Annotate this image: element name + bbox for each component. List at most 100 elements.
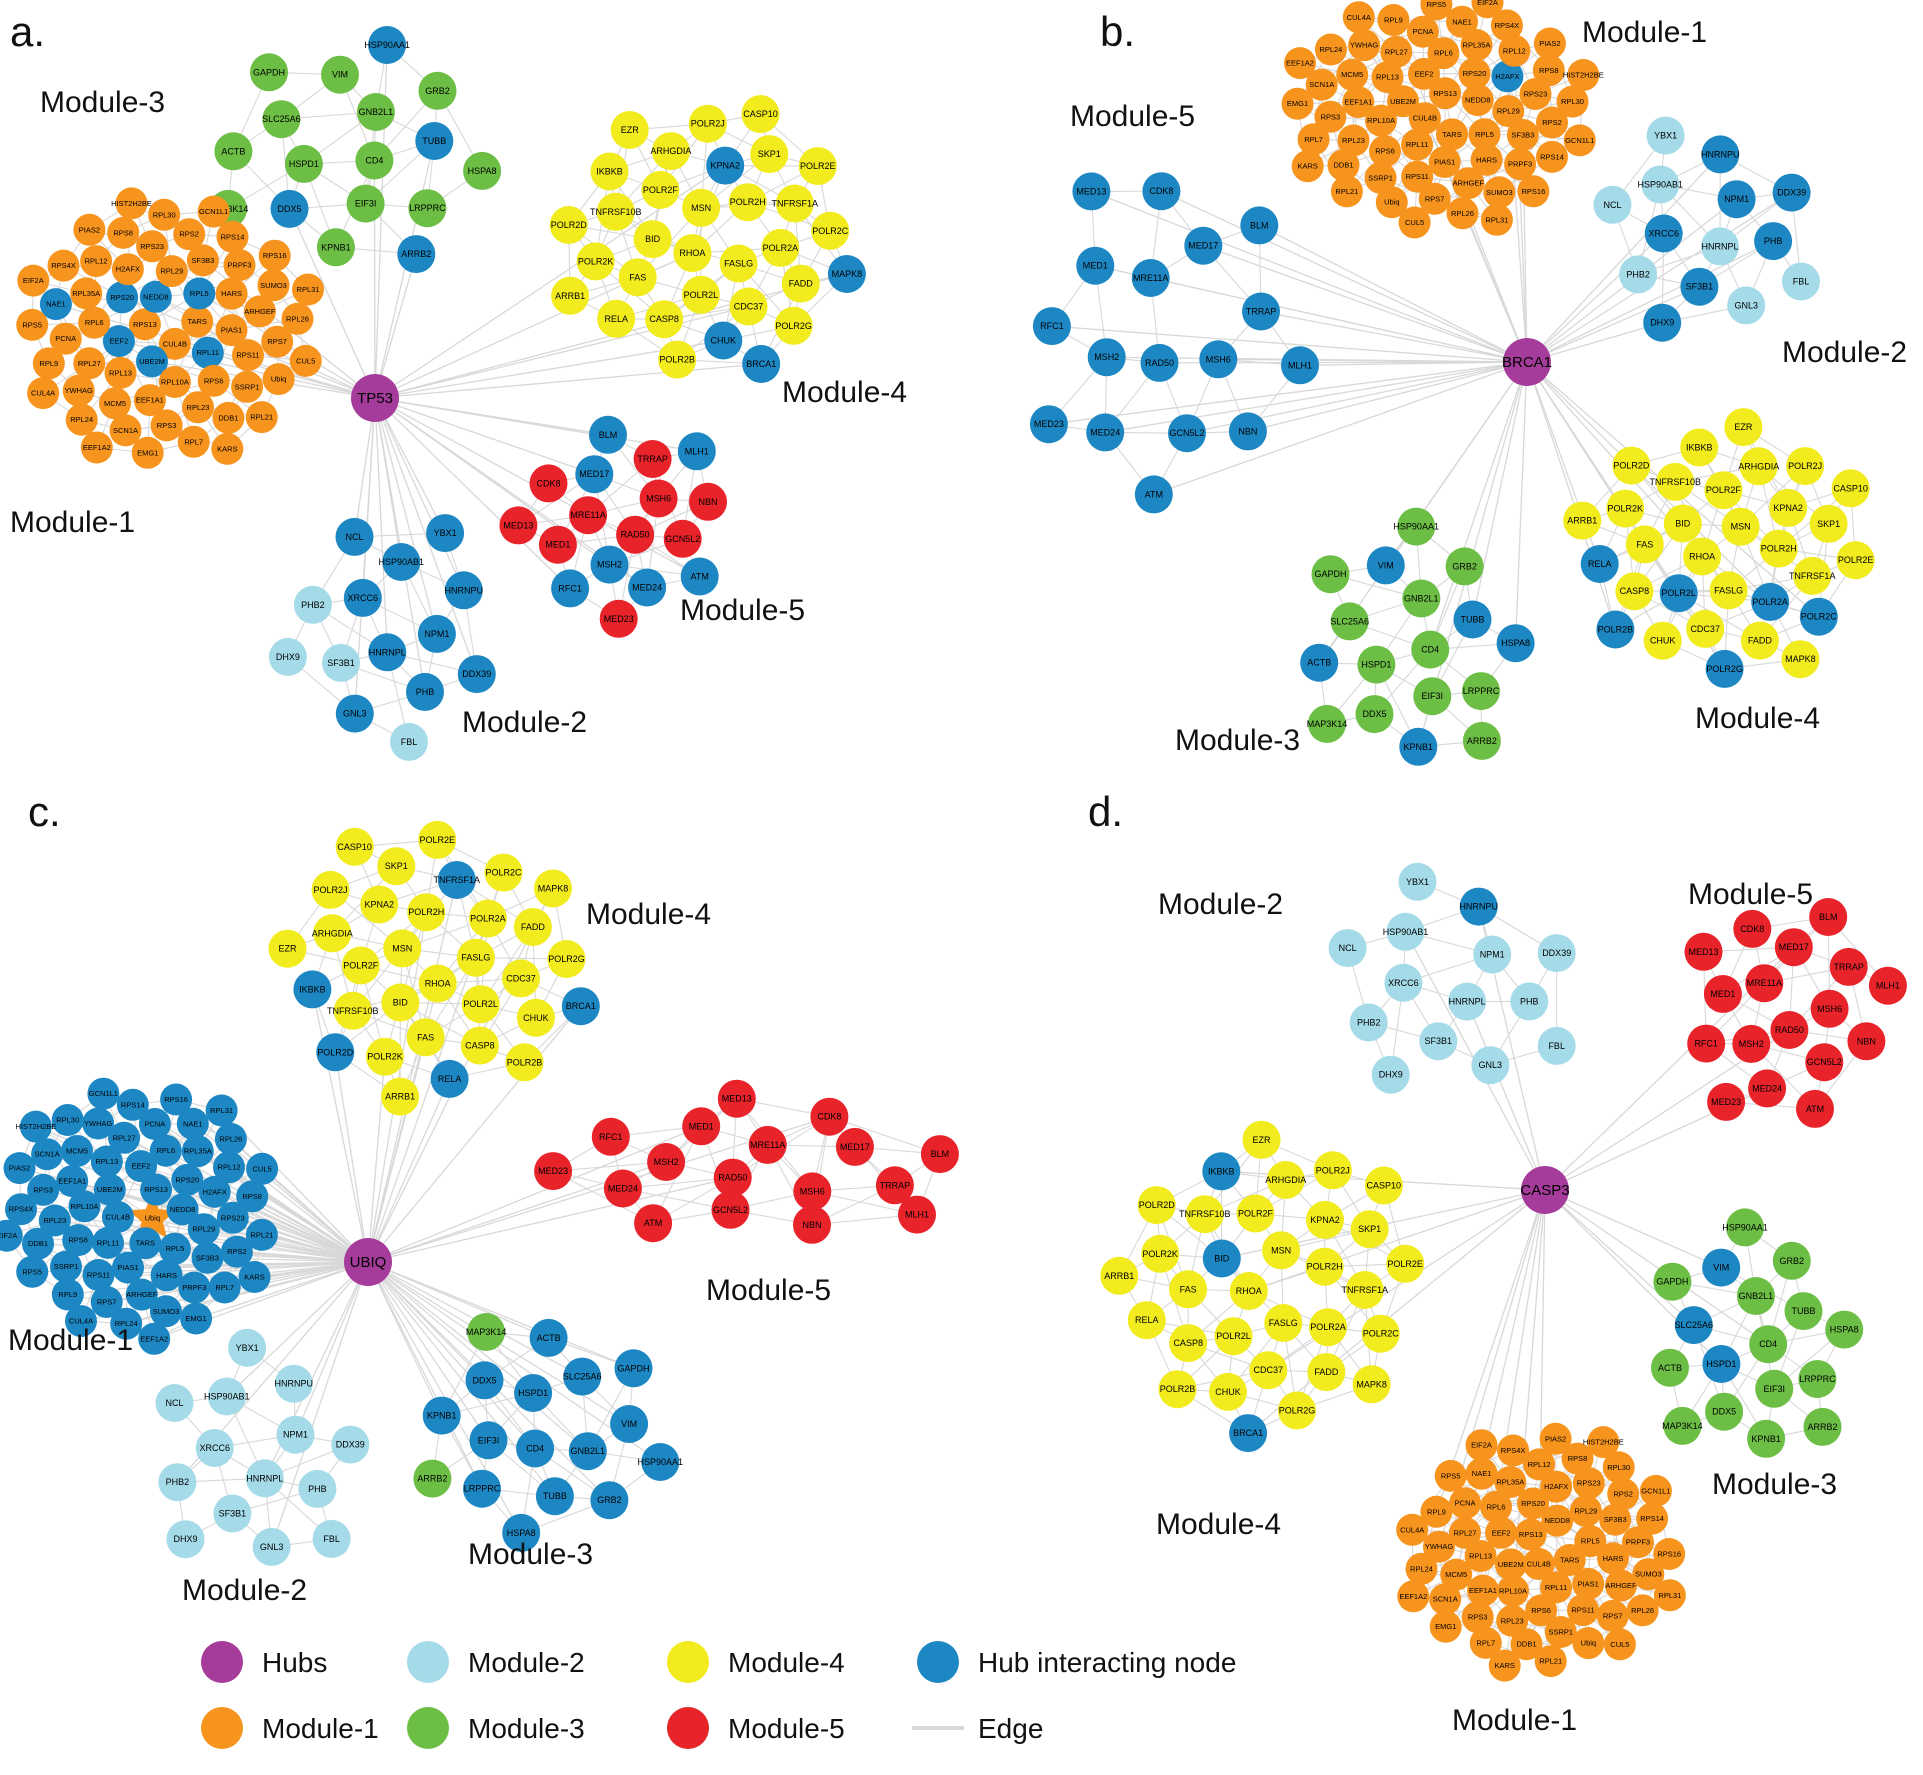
node-c-module-4-POLR2E[interactable]: POLR2E (418, 820, 457, 859)
node-d-module-4-POLR2H[interactable]: POLR2H (1305, 1247, 1344, 1286)
node-d-module-3-CD4[interactable]: CD4 (1749, 1325, 1788, 1364)
node-a-module-5-BLM[interactable]: BLM (589, 415, 627, 454)
node-c-module-2-DDX39[interactable]: DDX39 (331, 1425, 370, 1464)
node-d-module-2-DHX9[interactable]: DHX9 (1371, 1055, 1410, 1094)
node-a-module-4-CASP8[interactable]: CASP8 (645, 300, 684, 339)
node-c-module-4-CDC37[interactable]: CDC37 (502, 959, 540, 998)
node-d-module-4-FASLG[interactable]: FASLG (1264, 1304, 1303, 1342)
node-a-module-4-RHOA[interactable]: RHOA (673, 234, 712, 273)
node-a-module-4-FASLG[interactable]: FASLG (719, 244, 758, 283)
node-a-module-5-ATM[interactable]: ATM (680, 557, 719, 596)
node-b-module-2-HNRNPL[interactable]: HNRNPL (1701, 227, 1739, 266)
node-b-module-2-GNL3[interactable]: GNL3 (1727, 286, 1766, 325)
node-b-module-5-MED24[interactable]: MED24 (1086, 413, 1125, 452)
node-d-module-3-TUBB[interactable]: TUBB (1784, 1292, 1823, 1331)
node-b-module-3-HSPD1[interactable]: HSPD1 (1357, 645, 1396, 684)
node-a-module-1-RPL13[interactable]: RPL13 (104, 356, 137, 389)
node-b-module-4-POLR2D[interactable]: POLR2D (1612, 446, 1651, 485)
node-a-module-4-POLR2C[interactable]: POLR2C (811, 211, 850, 250)
node-b-module-4-FADD[interactable]: FADD (1740, 621, 1779, 660)
node-d-module-5-NBN[interactable]: NBN (1847, 1022, 1886, 1061)
node-b-module-5-MSH2[interactable]: MSH2 (1087, 338, 1126, 377)
node-d-module-1-SSRP1[interactable]: SSRP1 (1544, 1616, 1577, 1648)
node-c-module-5-CDK8[interactable]: CDK8 (810, 1097, 849, 1136)
node-b-module-2-DDX39[interactable]: DDX39 (1772, 173, 1811, 212)
node-c-module-1-RPS5[interactable]: RPS5 (16, 1255, 49, 1288)
node-a-module-1-TARS[interactable]: TARS (181, 305, 214, 338)
node-a-module-2-DDX39[interactable]: DDX39 (457, 655, 496, 694)
node-b-module-2-HSP90AB1[interactable]: HSP90AB1 (1638, 165, 1684, 204)
node-b-module-4-MSN[interactable]: MSN (1721, 507, 1760, 546)
node-a-module-5-GCN5L2[interactable]: GCN5L2 (663, 519, 702, 558)
node-c-module-3-GRB2[interactable]: GRB2 (590, 1481, 629, 1520)
node-d-module-4-RHOA[interactable]: RHOA (1229, 1272, 1268, 1310)
node-b-module-1-MCM5[interactable]: MCM5 (1336, 58, 1369, 91)
node-c-module-2-NCL[interactable]: NCL (155, 1384, 194, 1422)
node-b-module-3-ARRB2[interactable]: ARRB2 (1462, 721, 1501, 760)
node-b-module-3-EIF3I[interactable]: EIF3I (1413, 677, 1452, 716)
node-a-module-3-VIM[interactable]: VIM (321, 55, 359, 94)
node-a-module-5-MSH2[interactable]: MSH2 (590, 545, 629, 584)
node-d-module-2-NCL[interactable]: NCL (1328, 929, 1367, 968)
node-b-module-1-RPL9[interactable]: RPL9 (1377, 4, 1410, 36)
node-c-module-2-YBX1[interactable]: YBX1 (228, 1328, 267, 1367)
node-a-module-4-ARRB1[interactable]: ARRB1 (551, 276, 590, 315)
node-a-module-1-KARS[interactable]: KARS (211, 432, 244, 465)
node-d-module-3-ACTB[interactable]: ACTB (1651, 1348, 1689, 1387)
node-b-module-3-CD4[interactable]: CD4 (1411, 630, 1450, 669)
node-c-module-1-RPL7[interactable]: RPL7 (208, 1271, 241, 1304)
node-d-module-2-HNRNPU[interactable]: HNRNPU (1459, 887, 1498, 926)
node-b-module-1-ARHGEF[interactable]: ARHGEF (1452, 167, 1484, 200)
node-b-module-2-PHB[interactable]: PHB (1754, 222, 1793, 261)
node-b-module-5-RAD50[interactable]: RAD50 (1140, 343, 1179, 382)
node-c-module-4-POLR2D[interactable]: POLR2D (316, 1033, 355, 1072)
node-a-module-1-GCN1L1[interactable]: GCN1L1 (197, 195, 230, 228)
node-b-module-1-CUL4A[interactable]: CUL4A (1342, 1, 1375, 34)
node-c-module-2-HNRNPL[interactable]: HNRNPL (245, 1459, 284, 1498)
node-a-module-2-PHB[interactable]: PHB (406, 672, 444, 711)
node-a-module-1-RPS11[interactable]: RPS11 (232, 339, 264, 372)
node-d-module-2-FBL[interactable]: FBL (1537, 1026, 1576, 1065)
node-d-module-1-RPS4X[interactable]: RPS4X (1497, 1434, 1530, 1467)
node-a-module-1-DDB1[interactable]: DDB1 (212, 401, 245, 434)
node-b-module-1-EEF1A1[interactable]: EEF1A1 (1342, 86, 1375, 119)
node-d-module-4-CDC37[interactable]: CDC37 (1249, 1351, 1288, 1390)
node-b-module-1-RPL27[interactable]: RPL27 (1380, 35, 1413, 68)
node-b-module-4-CDC37[interactable]: CDC37 (1686, 609, 1725, 648)
node-c-module-3-DDX5[interactable]: DDX5 (465, 1361, 504, 1400)
node-d-module-1-EEF1A1[interactable]: EEF1A1 (1467, 1574, 1499, 1607)
node-a-module-2-NPM1[interactable]: NPM1 (417, 614, 456, 653)
node-a-module-4-POLR2H[interactable]: POLR2H (728, 183, 767, 222)
node-d-module-4-MSN[interactable]: MSN (1262, 1231, 1301, 1270)
node-a-module-5-MED24[interactable]: MED24 (628, 568, 667, 607)
node-a-module-1-RPS2[interactable]: RPS2 (173, 218, 206, 251)
node-d-module-3-GRB2[interactable]: GRB2 (1772, 1241, 1811, 1280)
node-a-module-1-YWHAG[interactable]: YWHAG (62, 374, 95, 407)
node-a-module-4-POLR2E[interactable]: POLR2E (798, 147, 837, 186)
node-c-module-4-TNFRSF1A[interactable]: TNFRSF1A (434, 861, 481, 899)
node-d-module-3-KPNB1[interactable]: KPNB1 (1747, 1419, 1786, 1458)
node-a-module-1-HIST2H2BE[interactable]: HIST2H2BE (111, 187, 152, 220)
node-c-module-1-RPS16[interactable]: RPS16 (160, 1083, 193, 1116)
node-a-module-4-POLR2B[interactable]: POLR2B (658, 340, 697, 379)
node-d-module-5-ATM[interactable]: ATM (1796, 1089, 1834, 1128)
node-d-module-1-EIF2A[interactable]: EIF2A (1465, 1429, 1498, 1462)
node-d-module-5-MED24[interactable]: MED24 (1748, 1069, 1787, 1108)
node-a-module-4-BID[interactable]: BID (633, 220, 672, 259)
node-c-module-1-EMG1[interactable]: EMG1 (180, 1302, 213, 1335)
node-a-module-2-DHX9[interactable]: DHX9 (268, 638, 307, 676)
node-d-module-5-TRRAP[interactable]: TRRAP (1829, 947, 1868, 986)
node-a-module-1-RPL29[interactable]: RPL29 (155, 255, 188, 288)
node-a-module-1-RPL11[interactable]: RPL11 (191, 336, 224, 369)
node-a-module-1-RPL21[interactable]: RPL21 (245, 401, 278, 434)
node-b-module-5-MED13[interactable]: MED13 (1072, 172, 1111, 211)
node-c-module-3-CD4[interactable]: CD4 (516, 1429, 555, 1468)
node-c-module-3-EIF3I[interactable]: EIF3I (469, 1421, 508, 1460)
node-d-module-4-POLR2B[interactable]: POLR2B (1158, 1370, 1197, 1409)
node-a-module-4-FAS[interactable]: FAS (618, 258, 657, 297)
node-d-module-1-CUL4A[interactable]: CUL4A (1396, 1513, 1429, 1546)
node-c-module-4-RHOA[interactable]: RHOA (418, 964, 457, 1003)
node-a-module-2-HSP90AB1[interactable]: HSP90AB1 (379, 543, 425, 581)
node-a-module-5-TRRAP[interactable]: TRRAP (633, 440, 672, 478)
node-d-module-3-LRPPRC[interactable]: LRPPRC (1798, 1360, 1837, 1398)
